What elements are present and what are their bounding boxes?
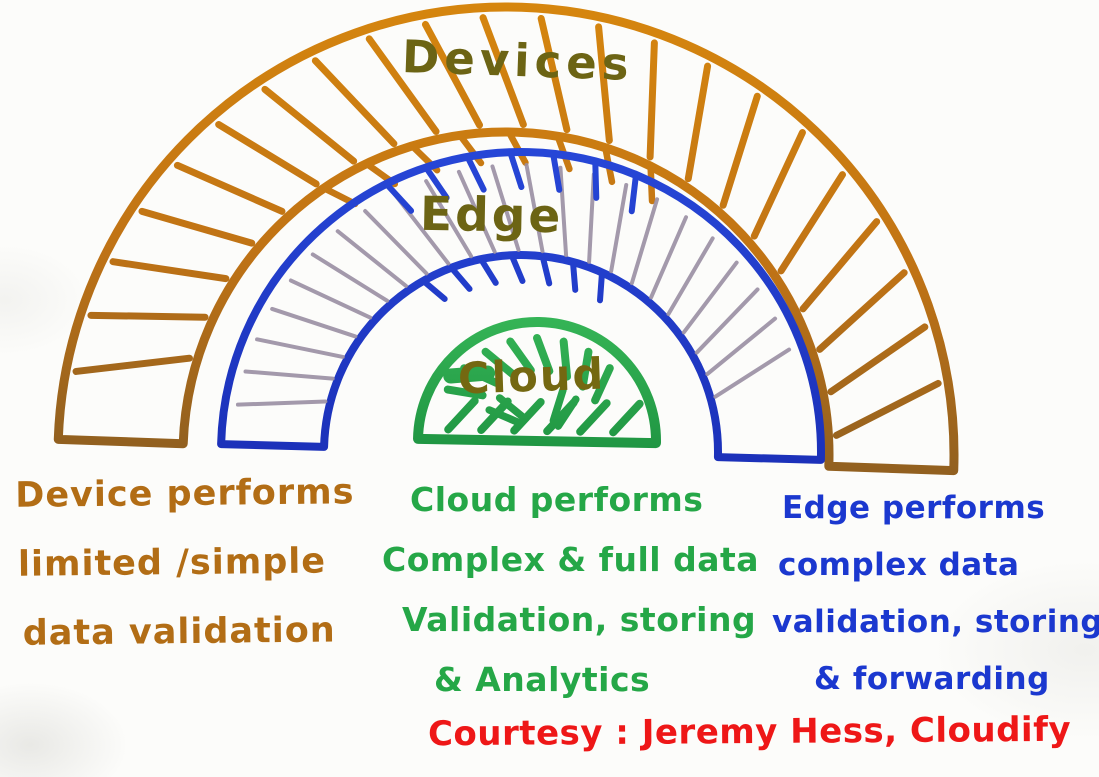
credit-line: Courtesy : Jeremy Hess, Cloudify	[427, 709, 1072, 755]
note-line: & forwarding	[814, 661, 1050, 697]
note-line: Cloud performs	[410, 480, 704, 519]
note-line: validation, storing	[772, 604, 1099, 640]
note-line: & Analytics	[434, 660, 651, 699]
note-line: Device performs	[15, 472, 355, 516]
note-line: Complex & full data	[382, 540, 760, 579]
note-line: limited /simple	[17, 541, 327, 585]
device-note: Device performs limited /simple data val…	[15, 458, 356, 669]
cloud-layer-label: Cloud	[457, 349, 607, 405]
edge-layer-label: Edge	[419, 186, 564, 245]
note-line: complex data	[778, 547, 1020, 583]
devices-layer-label: Devices	[401, 29, 635, 92]
note-line: Validation, storing	[402, 600, 757, 639]
edge-note: Edge performs complex data validation, s…	[772, 480, 1099, 708]
edge-arch-shape	[217, 148, 825, 464]
cloud-dome-shape	[413, 317, 661, 449]
note-line: Edge performs	[782, 490, 1046, 526]
devices-arch-shape	[53, 2, 959, 476]
cloud-note: Cloud performs Complex & full data Valid…	[382, 470, 759, 710]
note-line: data validation	[22, 610, 336, 654]
